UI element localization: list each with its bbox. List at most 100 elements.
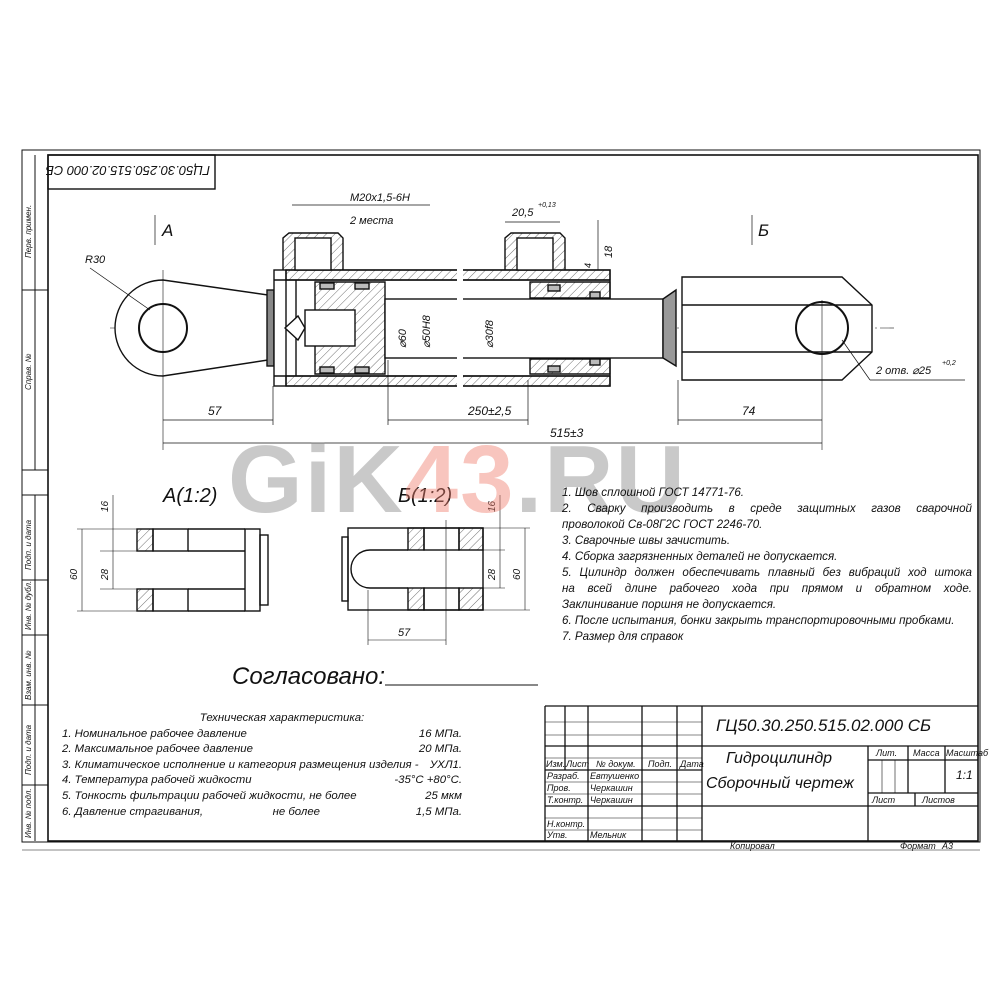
detail-b-dim: 28 xyxy=(487,568,498,581)
note-line: 5. Цилиндр должен обеспечивать плавный б… xyxy=(562,566,972,579)
dim-total: 515±3 xyxy=(550,426,584,440)
tech-label: 2. Максимальное рабочее давление xyxy=(62,743,253,756)
note-line: 1. Шов сплошной ГОСТ 14771-76. xyxy=(562,486,745,499)
detail-b-title: Б(1:2) xyxy=(398,485,452,507)
margin-label: Взам. инв. № xyxy=(24,650,33,700)
detail-b-dim: 60 xyxy=(512,568,523,580)
margin-label: Справ. № xyxy=(24,353,33,390)
holes-label: 2 отв. ⌀25 xyxy=(875,365,932,377)
margin-label: Инв. № дубл. xyxy=(24,581,33,630)
tech-row: 4. Температура рабочей жидкости -35°С +80… xyxy=(62,773,462,789)
tb-header-sign: Подп. xyxy=(648,759,672,769)
detail-a-dim: 28 xyxy=(100,568,111,581)
tech-row: 3. Климатическое исполнение и категория … xyxy=(62,758,462,774)
detail-a-dim: 60 xyxy=(69,568,80,580)
tech-label: 5. Тонкость фильтрации рабочей жидкости,… xyxy=(62,789,357,802)
technical-characteristics: Техническая характеристика: 1. Номинальн… xyxy=(62,711,462,820)
tech-row: 2. Максимальное рабочее давление 20 МПа. xyxy=(62,742,462,758)
note-line: 2. Сварку производить в среде защитных г… xyxy=(562,502,972,515)
weld-ring xyxy=(266,289,275,367)
tb-role: Утв. xyxy=(547,830,568,840)
note-line: 3. Сварочные швы зачистить. xyxy=(562,534,731,547)
tech-value: 1,5 МПа. xyxy=(415,805,462,818)
tb-header-date: Дата xyxy=(680,759,704,769)
tech-label: 3. Климатическое исполнение и категория … xyxy=(62,758,419,771)
tech-value: 20 МПа. xyxy=(418,743,462,756)
rod-diameter: ⌀30f8 xyxy=(484,319,496,348)
detail-a-view xyxy=(77,495,269,612)
margin-label: Подп. и дата xyxy=(24,724,33,775)
tech-label: 1. Номинальное рабочее давление xyxy=(62,727,247,740)
tb-mass-label: Масса xyxy=(913,748,940,758)
tech-value: УХЛ1. xyxy=(429,758,462,771)
watermark-tail: .RU xyxy=(515,426,687,533)
title-doc-type: Сборочный чертеж xyxy=(706,775,854,792)
port-width: 20,5 xyxy=(511,207,534,219)
detail-b-dim: 16 xyxy=(487,500,498,512)
dim-clevis: 74 xyxy=(742,404,756,418)
margin-label: Перв. примен. xyxy=(24,205,33,258)
tb-name: Черкашин xyxy=(590,783,633,793)
view-a-marker: А xyxy=(161,221,173,240)
tb-role: Разраб. xyxy=(547,771,580,781)
rod-clevis xyxy=(681,276,873,381)
tb-lit-label: Лит. xyxy=(876,748,898,758)
holes-tol: +0,2 xyxy=(942,360,956,367)
title-block-grid xyxy=(544,705,978,841)
bore-inner: ⌀50H8 xyxy=(421,314,433,348)
port-height: 18 xyxy=(603,245,615,258)
tb-copied: Копировал xyxy=(730,841,775,851)
tb-scale-value: 1:1 xyxy=(956,768,973,782)
note-line: проволокой Св-08Г2С ГОСТ 2246-70. xyxy=(562,518,763,531)
view-b-marker: Б xyxy=(758,221,769,240)
detail-a-dim: 16 xyxy=(100,500,111,512)
tb-format-label: Формат xyxy=(900,841,936,851)
detail-a-title: А(1:2) xyxy=(162,485,217,507)
note-line: 7. Размер для справок xyxy=(562,630,684,643)
tech-row: 1. Номинальное рабочее давление 16 МПа. xyxy=(62,727,462,743)
port-depth: 4 xyxy=(583,263,593,268)
detail-b-view xyxy=(341,495,530,645)
bore-outer: ⌀60 xyxy=(397,328,409,348)
tech-label: 6. Давление страгивания, не более xyxy=(62,805,320,818)
margin-labels: Перв. примен. Справ. № Подп. и дата Инв.… xyxy=(24,205,33,838)
tech-value: 16 МПа. xyxy=(418,727,462,740)
piston-rod xyxy=(384,298,664,359)
tech-title: Техническая характеристика: xyxy=(199,712,365,724)
tech-row: 6. Давление страгивания, не более 1,5 МПа… xyxy=(62,805,462,821)
tb-header-list: Лист xyxy=(566,759,590,769)
tech-value: -35°С +80°С. xyxy=(394,774,462,787)
note-line: 4. Сборка загрязненных деталей не допуск… xyxy=(562,550,838,563)
tb-header-doc: № докум. xyxy=(596,759,636,769)
doc-number-rotated: ГЦ50.30.250.515.02.000 СБ xyxy=(45,163,210,178)
radius-label: R30 xyxy=(85,254,106,266)
tech-label: 4. Температура рабочей жидкости xyxy=(62,774,252,787)
tb-sheet-label: Лист xyxy=(872,795,896,805)
detail-b-dim: 57 xyxy=(398,627,411,639)
note-line: 6. После испытания, бонки закрыть трансп… xyxy=(562,614,955,627)
tb-role: Т.контр. xyxy=(547,795,584,805)
tb-format-value: А3 xyxy=(942,841,954,851)
title-product: Гидроцилиндр xyxy=(726,750,833,767)
port-width-tol: +0,13 xyxy=(538,202,556,209)
margin-label: Инв. № подл. xyxy=(24,788,33,838)
tb-name: Мельник xyxy=(590,830,627,840)
watermark-text: GiK xyxy=(228,426,405,533)
tb-role: Н.контр. xyxy=(547,819,586,829)
tb-scale-label: Масштаб xyxy=(946,748,989,758)
tb-name: Евтушенко xyxy=(590,771,640,781)
dim-eye: 57 xyxy=(208,404,223,418)
watermark-accent: 43 xyxy=(404,426,516,533)
dimensions xyxy=(89,204,965,444)
tech-row: 5. Тонкость фильтрации рабочей жидкости,… xyxy=(62,789,462,805)
title-doc-number: ГЦ50.30.250.515.02.000 СБ xyxy=(716,716,932,735)
tb-header-izm: Изм. xyxy=(546,759,566,769)
tb-sheets-label: Листов xyxy=(922,795,955,805)
sheet-frame xyxy=(21,149,981,851)
note-line: на всей длине рабочего хода при прямом и… xyxy=(562,582,972,595)
tech-value: 25 мкм xyxy=(425,789,462,802)
note-line: Заклинивание поршня не допускается. xyxy=(562,598,777,611)
tb-name: Черкашин xyxy=(590,795,633,805)
